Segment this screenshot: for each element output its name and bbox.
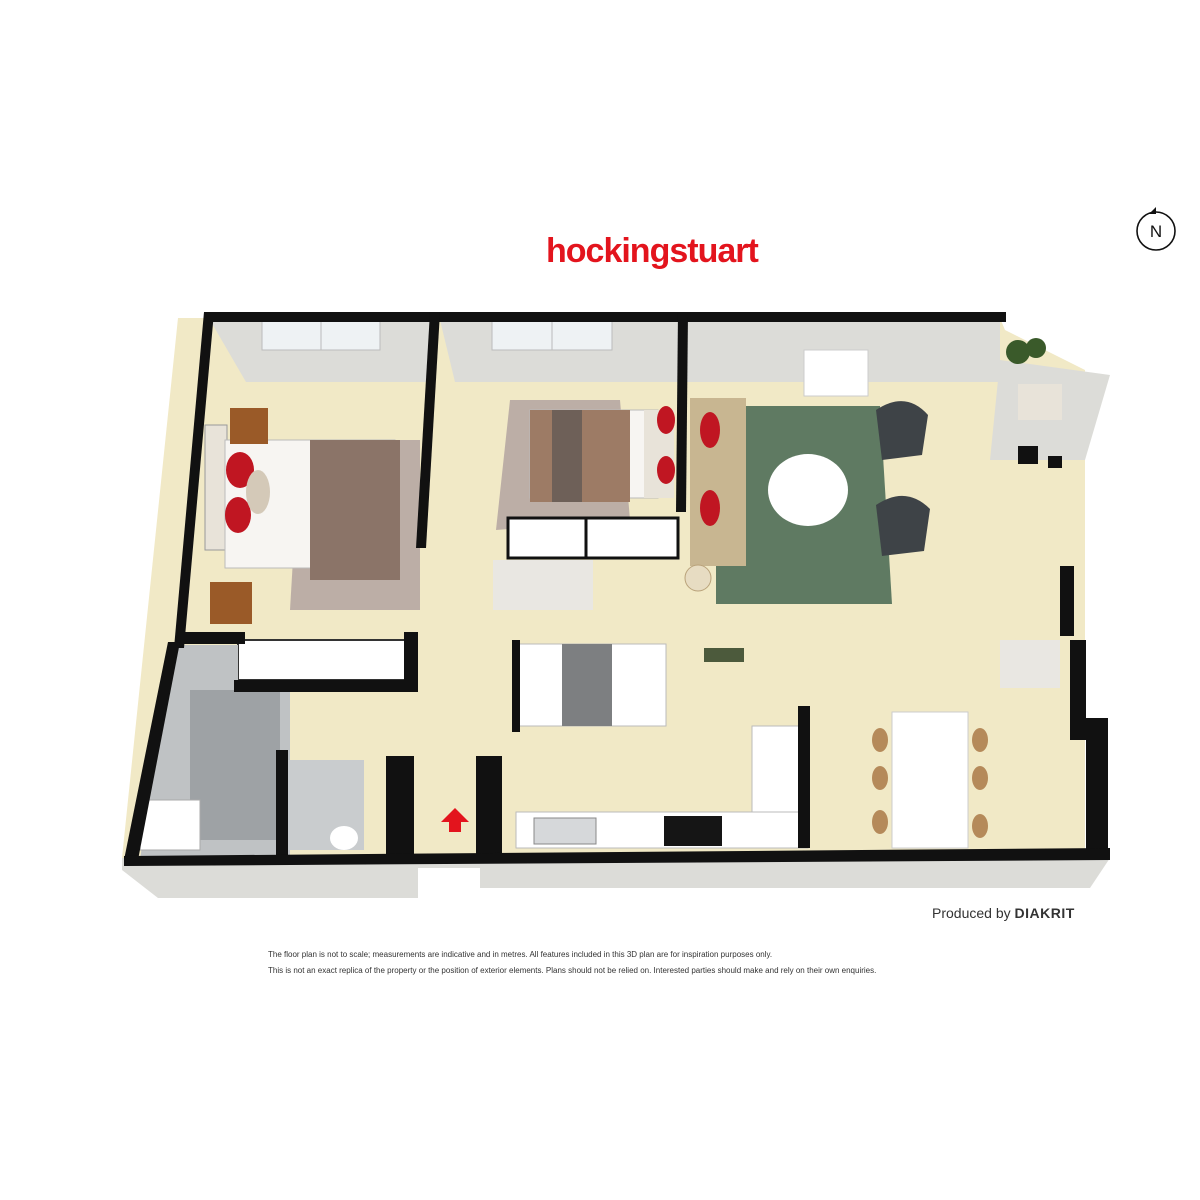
living-cabinet [803, 349, 869, 397]
bedroom-1-bed [204, 424, 400, 580]
bedroom-1-nightstand-bottom [210, 582, 252, 624]
dining-table [891, 711, 969, 849]
walls [124, 312, 1110, 866]
kitchen-fridge [562, 644, 612, 726]
kitchen [512, 640, 810, 849]
bedroom-1-window [261, 319, 381, 351]
living-chair-1 [876, 401, 928, 460]
kitchen-picture [704, 648, 744, 662]
toilet-room [284, 760, 364, 850]
living-room [684, 320, 1035, 640]
bedroom-2-wardrobe [493, 516, 680, 610]
kitchen-sink [533, 817, 597, 845]
living-coffee-table [768, 454, 848, 526]
bathroom-vanity [139, 799, 201, 851]
bedroom-2-bed [529, 406, 675, 502]
living-chair-2 [876, 495, 930, 556]
plan-base [122, 858, 1110, 898]
credit-company: DIAKRIT [1014, 905, 1075, 921]
kitchen-cooktop [664, 816, 722, 846]
dining-wall-face [1000, 640, 1060, 688]
entry-arrow-icon [441, 808, 469, 832]
bedroom-1-wardrobe [237, 639, 407, 681]
living-side-table [684, 564, 712, 592]
disclaimer-line-2: This is not an exact replica of the prop… [268, 966, 877, 975]
bedroom-1 [178, 319, 432, 681]
bathroom [139, 645, 290, 860]
living-sofa [690, 398, 746, 566]
credit-prefix: Produced by [932, 905, 1011, 921]
bedroom-2-window [491, 319, 613, 351]
disclaimer-line-1: The floor plan is not to scale; measurem… [268, 950, 773, 959]
compass-icon: N [1136, 207, 1176, 251]
bedroom-1-nightstand-top [230, 408, 268, 444]
brand-logo: hockingstuart [546, 232, 759, 270]
dining-chairs [872, 728, 988, 838]
bathroom-shower [190, 690, 280, 840]
compass-label: N [1150, 222, 1162, 241]
balcony [990, 338, 1110, 460]
bedroom-2 [420, 319, 680, 610]
credit: Produced by DIAKRIT [932, 905, 1075, 921]
toilet [330, 826, 358, 850]
dining [872, 640, 1060, 849]
